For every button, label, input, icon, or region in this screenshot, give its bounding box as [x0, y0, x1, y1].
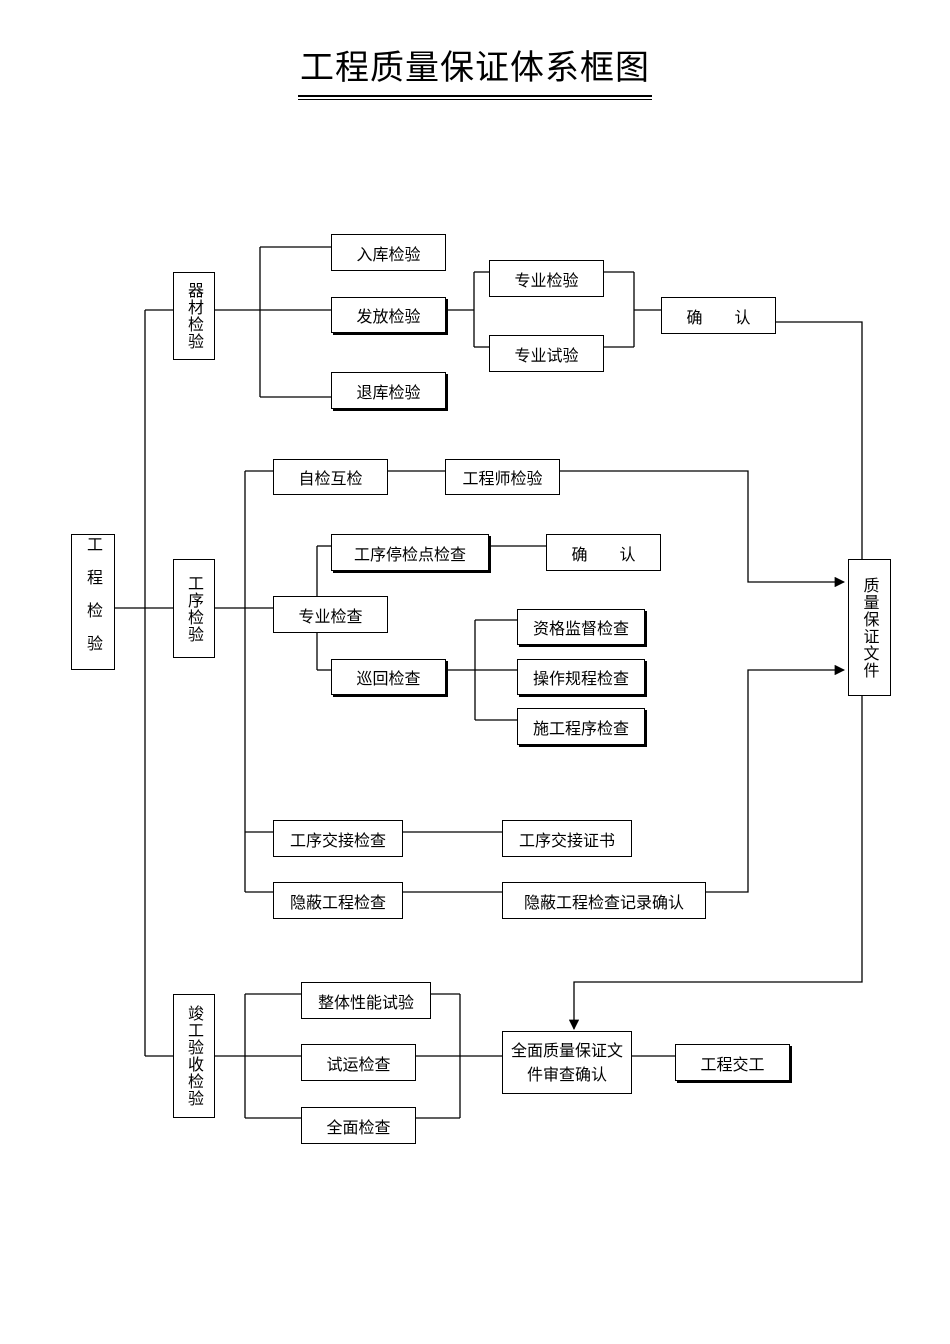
node-p-engineer: 工程师检验: [445, 459, 560, 495]
node-c-review: 全面质量保证文件审查确认: [502, 1031, 632, 1094]
node-m-pro-test: 专业试验: [489, 335, 604, 372]
node-m-pro-inspect: 专业检验: [489, 260, 604, 297]
node-p-pro: 专业检查: [273, 596, 388, 633]
node-root: 工程检验: [71, 534, 115, 670]
node-m-issue: 发放检验: [331, 297, 446, 333]
node-p-self: 自检互检: [273, 459, 388, 495]
node-p-oper: 操作规程检查: [517, 659, 645, 695]
node-p-qual: 资格监督检查: [517, 609, 645, 645]
node-qa-docs: 质量保证文件: [848, 559, 891, 696]
node-c-handover: 工程交工: [675, 1044, 790, 1081]
line-engineer-to-qa: [560, 470, 846, 588]
node-completion: 竣工验收检验: [173, 994, 215, 1118]
title-underline-thick: [298, 95, 652, 97]
node-p-confirm: 确 认: [546, 534, 661, 571]
line-record-to-qa: [706, 664, 846, 893]
node-p-patrol: 巡回检查: [331, 659, 446, 695]
node-m-in: 入库检验: [331, 234, 446, 271]
node-p-hold: 工序停检点检查: [331, 534, 489, 571]
line-qa-to-review: [568, 696, 863, 1031]
node-m-return: 退库检验: [331, 372, 446, 409]
node-c-perf: 整体性能试验: [301, 982, 431, 1019]
title-underline-thin: [298, 99, 652, 100]
node-p-hidden: 隐蔽工程检查: [273, 882, 403, 919]
node-materials: 器材检验: [173, 272, 215, 360]
line-m-confirm-to-qa: [776, 321, 863, 559]
node-m-confirm: 确 认: [661, 297, 776, 334]
node-p-handover-cert: 工序交接证书: [502, 820, 632, 857]
node-c-trial: 试运检查: [301, 1044, 416, 1081]
diagram-title: 工程质量保证体系框图: [300, 48, 650, 88]
node-c-full: 全面检查: [301, 1107, 416, 1144]
node-p-handover: 工序交接检查: [273, 820, 403, 857]
node-p-seq: 施工程序检查: [517, 708, 645, 745]
node-p-hidden-record: 隐蔽工程检查记录确认: [502, 882, 706, 919]
node-process: 工序检验: [173, 559, 215, 658]
